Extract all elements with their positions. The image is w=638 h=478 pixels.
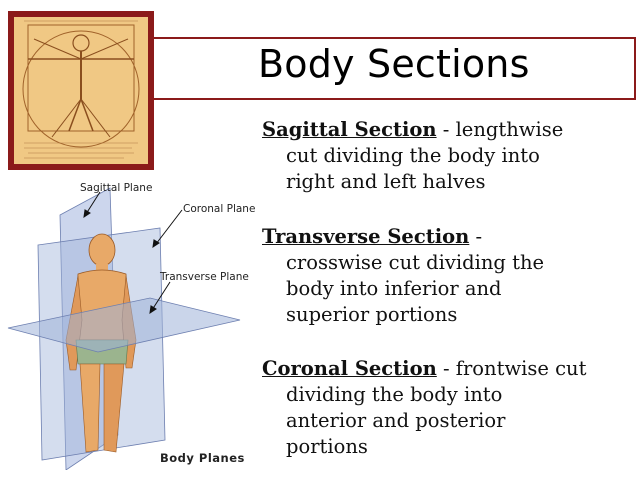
sagittal-section: Sagittal Section - lengthwise cut dividi… <box>262 117 630 195</box>
coronal-arrowhead <box>152 239 160 249</box>
title-bar <box>154 37 636 100</box>
coronal-plane-label: Coronal Plane <box>183 203 256 215</box>
vitruvian-man-image <box>8 11 154 170</box>
vitruvian-sketch <box>14 17 148 164</box>
transverse-arrowhead <box>149 305 157 315</box>
transverse-line-4: superior portions <box>286 303 458 326</box>
transverse-line-1: - <box>469 225 483 248</box>
coronal-line-1: - frontwise cut <box>436 357 587 380</box>
coronal-line-3: anterior and posterior <box>286 409 506 432</box>
transverse-plane-shape <box>7 297 241 353</box>
body-planes-caption: Body Planes <box>160 451 245 465</box>
transverse-arrow <box>151 281 171 311</box>
transverse-line-3: body into inferior and <box>286 277 502 300</box>
sagittal-line-1: - lengthwise <box>436 118 564 141</box>
coronal-term: Coronal Section <box>262 357 437 380</box>
sagittal-arrowhead <box>83 209 91 219</box>
transverse-plane-label: Transverse Plane <box>160 271 249 283</box>
sagittal-arrow <box>85 191 101 215</box>
transverse-line-2: crosswise cut dividing the <box>286 251 545 274</box>
sagittal-term: Sagittal Section <box>262 118 437 141</box>
page-title: Body Sections <box>258 42 530 86</box>
transverse-section: Transverse Section - crosswise cut divid… <box>262 224 630 328</box>
coronal-section: Coronal Section - frontwise cut dividing… <box>262 356 630 460</box>
coronal-line-4: portions <box>286 435 368 458</box>
coronal-arrow <box>155 209 183 245</box>
body-planes-diagram <box>7 187 241 470</box>
coronal-line-2: dividing the body into <box>286 383 503 406</box>
sagittal-plane-label: Sagittal Plane <box>80 182 153 194</box>
sagittal-line-3: right and left halves <box>286 170 486 193</box>
transverse-term: Transverse Section <box>262 225 470 248</box>
sagittal-line-2: cut dividing the body into <box>286 144 540 167</box>
vitruvian-drawing <box>22 20 140 159</box>
